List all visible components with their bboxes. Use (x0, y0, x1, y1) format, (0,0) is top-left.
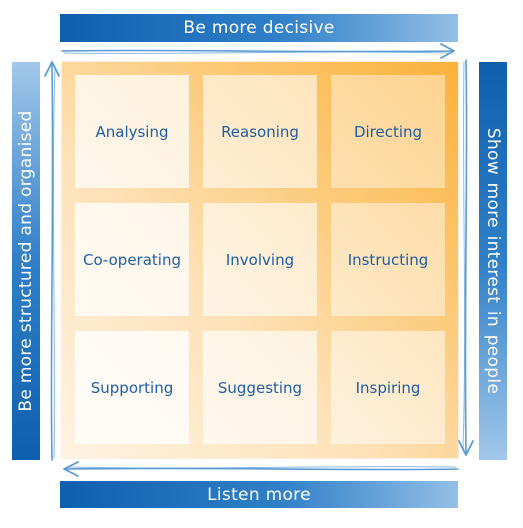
cell-inspiring: Inspiring (331, 331, 445, 444)
top-banner: Be more decisive (60, 14, 458, 42)
cell-reasoning: Reasoning (203, 75, 317, 188)
cell-directing: Directing (331, 75, 445, 188)
arrow-down-icon (458, 59, 474, 456)
cell-involving: Involving (203, 203, 317, 316)
cell-suggesting: Suggesting (203, 331, 317, 444)
top-banner-label: Be more decisive (183, 18, 335, 38)
left-banner: Be more structured and organised (12, 62, 40, 460)
cell-analysing: Analysing (75, 75, 189, 188)
arrow-left-icon (63, 461, 459, 477)
cell-co-operating: Co-operating (75, 203, 189, 316)
bottom-banner-label: Listen more (207, 484, 311, 505)
right-banner-label: Show more interest in people (483, 127, 503, 395)
bottom-banner: Listen more (60, 481, 458, 508)
arrow-right-icon (61, 43, 455, 59)
left-banner-label: Be more structured and organised (16, 110, 36, 412)
cell-instructing: Instructing (331, 203, 445, 316)
right-banner: Show more interest in people (479, 62, 507, 460)
behaviour-grid: Analysing Reasoning Directing Co-operati… (62, 62, 458, 458)
arrow-up-icon (44, 61, 60, 461)
cell-supporting: Supporting (75, 331, 189, 444)
